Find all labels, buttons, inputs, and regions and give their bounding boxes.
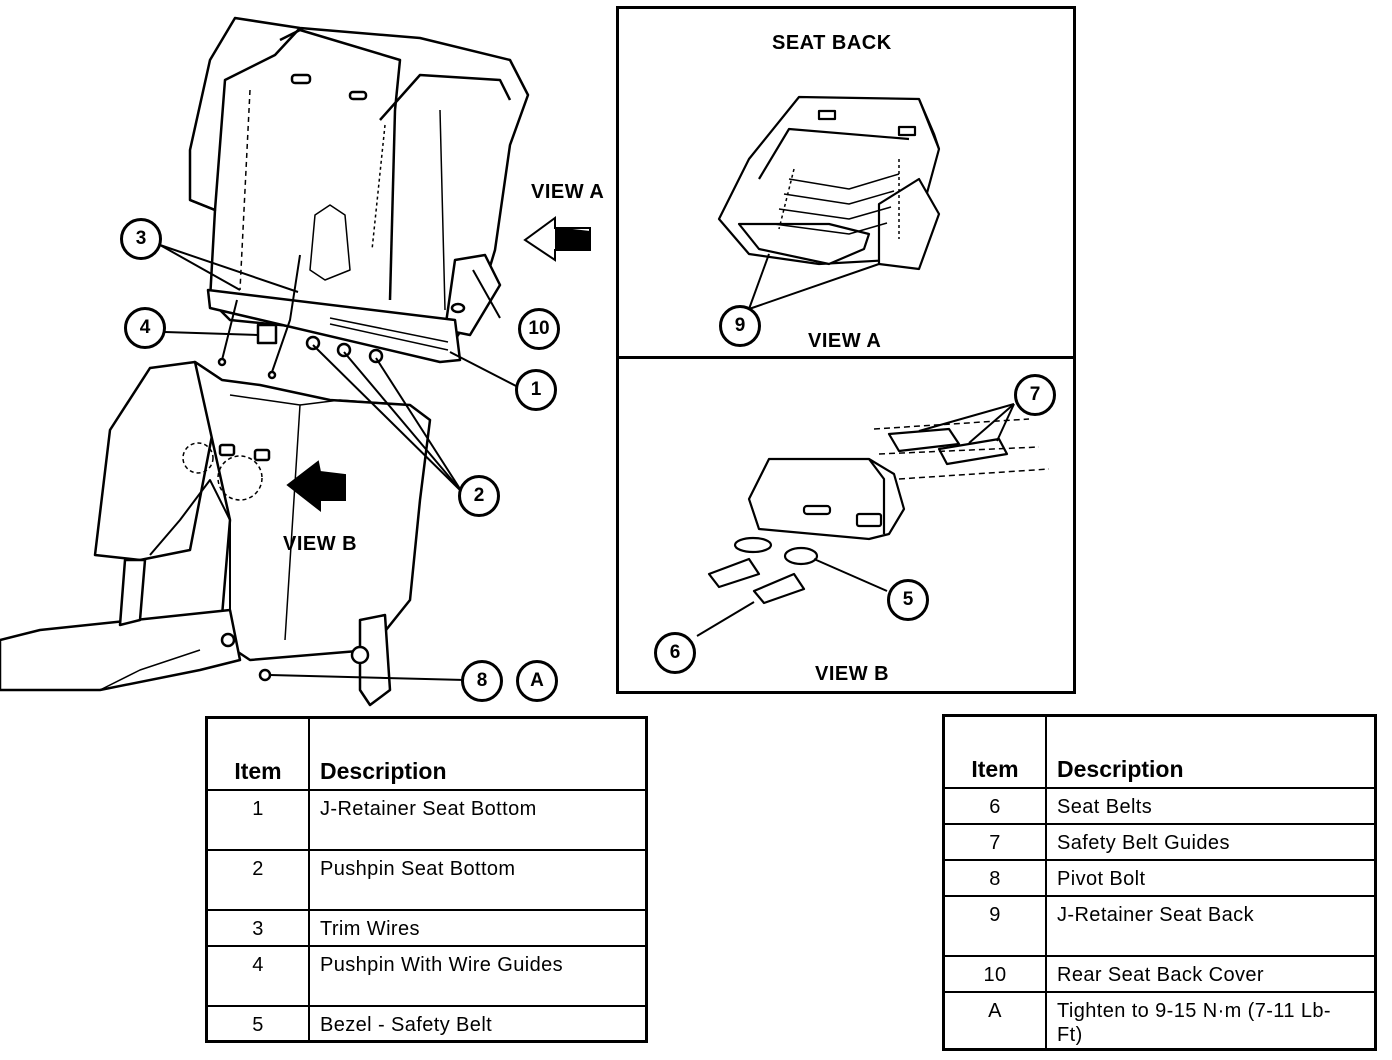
item-number: A xyxy=(942,990,1047,1051)
seat-back-title: SEAT BACK xyxy=(772,32,892,54)
item-header: Item xyxy=(942,714,1047,789)
seat-back-view-a-illustration xyxy=(717,95,941,310)
item-number: 2 xyxy=(205,848,310,911)
item-number: 5 xyxy=(205,1004,310,1043)
table-row: A Tighten to 9-15 N·m (7-11 Lb-Ft) xyxy=(942,990,1377,1051)
item-header: Item xyxy=(205,716,310,791)
item-description: J-Retainer Seat Bottom xyxy=(308,788,648,851)
table-row: 2 Pushpin Seat Bottom xyxy=(205,848,648,911)
view-a-panel-label: VIEW A xyxy=(808,330,882,352)
table-row: 1 J-Retainer Seat Bottom xyxy=(205,788,648,851)
callout-a: A xyxy=(516,660,558,702)
inset-panel xyxy=(616,6,1076,694)
table-row: 6 Seat Belts xyxy=(942,786,1377,825)
item-number: 7 xyxy=(942,822,1047,861)
item-description: J-Retainer Seat Back xyxy=(1045,894,1377,957)
callout-4: 4 xyxy=(124,307,166,349)
description-header: Description xyxy=(1045,714,1377,789)
callout-2: 2 xyxy=(458,475,500,517)
item-description: Pushpin With Wire Guides xyxy=(308,944,648,1007)
callout-1: 1 xyxy=(515,369,557,411)
item-number: 6 xyxy=(942,786,1047,825)
item-description: Pushpin Seat Bottom xyxy=(308,848,648,911)
item-description: Pivot Bolt xyxy=(1045,858,1377,897)
legend-table-left: Item Description 1 J-Retainer Seat Botto… xyxy=(205,716,648,1043)
callout-10: 10 xyxy=(518,308,560,350)
table-row: 5 Bezel - Safety Belt xyxy=(205,1004,648,1043)
item-number: 4 xyxy=(205,944,310,1007)
table-row: 10 Rear Seat Back Cover xyxy=(942,954,1377,993)
belt-guides-view-b-illustration xyxy=(696,403,1050,637)
seat-exploded-illustration xyxy=(0,16,591,707)
view-b-panel-label: VIEW B xyxy=(815,663,890,685)
callout-6: 6 xyxy=(654,632,696,674)
table-row: 7 Safety Belt Guides xyxy=(942,822,1377,861)
table-row: 9 J-Retainer Seat Back xyxy=(942,894,1377,957)
item-number: 10 xyxy=(942,954,1047,993)
item-description: Rear Seat Back Cover xyxy=(1045,954,1377,993)
view-b-label: VIEW B xyxy=(283,533,358,555)
item-number: 9 xyxy=(942,894,1047,957)
table-row: 8 Pivot Bolt xyxy=(942,858,1377,897)
item-description: Safety Belt Guides xyxy=(1045,822,1377,861)
item-number: 3 xyxy=(205,908,310,947)
callout-3: 3 xyxy=(120,218,162,260)
legend-table-right: Item Description 6 Seat Belts 7 Safety B… xyxy=(942,714,1377,1051)
callout-8: 8 xyxy=(461,660,503,702)
view-a-label: VIEW A xyxy=(531,181,605,203)
item-number: 8 xyxy=(942,858,1047,897)
item-description: Bezel - Safety Belt xyxy=(308,1004,648,1043)
description-header: Description xyxy=(308,716,648,791)
table-row: 4 Pushpin With Wire Guides xyxy=(205,944,648,1007)
callout-7: 7 xyxy=(1014,374,1056,416)
item-description: Seat Belts xyxy=(1045,786,1377,825)
table-row: 3 Trim Wires xyxy=(205,908,648,947)
item-number: 1 xyxy=(205,788,310,851)
inset-divider xyxy=(616,356,1076,359)
item-description: Tighten to 9-15 N·m (7-11 Lb-Ft) xyxy=(1045,990,1377,1051)
item-description: Trim Wires xyxy=(308,908,648,947)
callout-5: 5 xyxy=(887,579,929,621)
callout-9: 9 xyxy=(719,305,761,347)
